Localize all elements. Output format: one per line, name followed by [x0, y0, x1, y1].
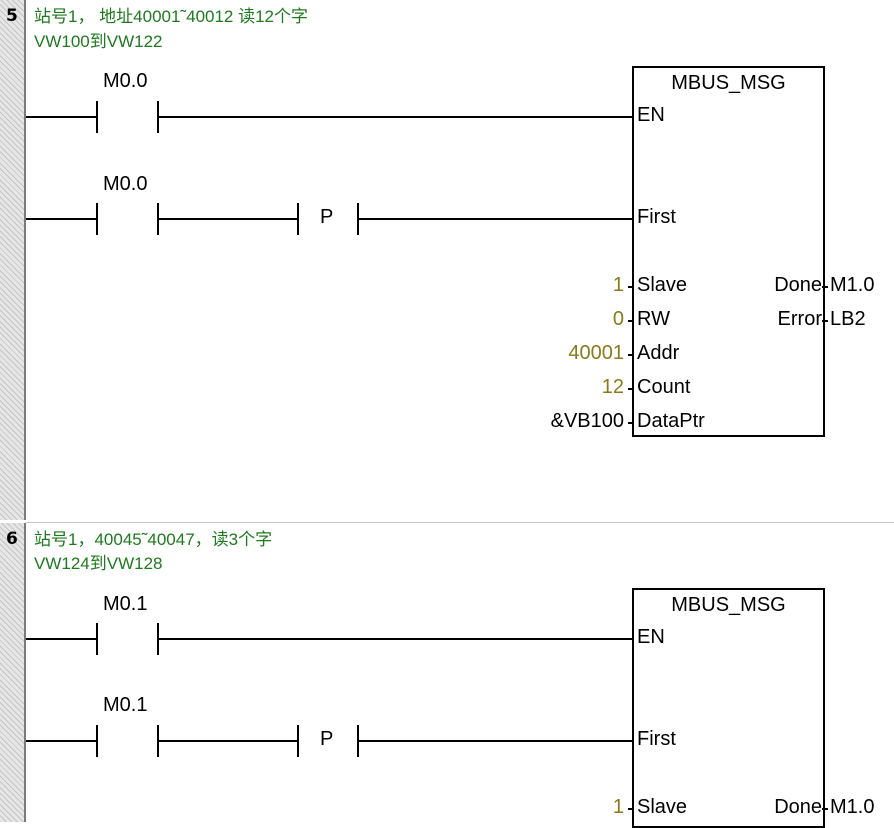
contact-no-left[interactable]	[96, 203, 98, 235]
network-number: 5	[6, 6, 18, 26]
pin-slave: Slave	[637, 274, 688, 296]
block-title: MBUS_MSG	[671, 72, 786, 94]
contact-address: M0.0	[103, 173, 148, 195]
network-gutter[interactable]	[0, 523, 24, 822]
block-title: MBUS_MSG	[671, 594, 786, 616]
wire	[359, 740, 634, 742]
contact-no-left[interactable]	[96, 101, 98, 133]
wire	[159, 218, 297, 220]
pin-en: EN	[637, 626, 665, 648]
pin-count: Count	[637, 376, 691, 398]
wire	[26, 116, 96, 118]
dataptr-value[interactable]: &VB100	[550, 410, 624, 432]
network-comment-line2[interactable]: VW100到VW122	[34, 32, 163, 51]
network-number: 6	[6, 529, 18, 549]
wire	[26, 218, 96, 220]
mbus-msg-block[interactable]: MBUS_MSG	[632, 588, 825, 828]
wire	[159, 740, 297, 742]
mbus-msg-block[interactable]: MBUS_MSG	[632, 66, 825, 437]
wire	[159, 116, 634, 118]
contact-address: M0.1	[103, 593, 148, 615]
error-output[interactable]: LB2	[830, 308, 866, 330]
done-output[interactable]: M1.0	[830, 274, 875, 296]
pin-tick	[628, 808, 634, 810]
pin-slave: Slave	[637, 796, 688, 818]
edge-contact-left[interactable]	[297, 725, 299, 757]
pin-en: EN	[637, 104, 665, 126]
pin-error: Error	[777, 308, 822, 330]
edge-contact-right[interactable]	[357, 203, 359, 235]
slave-value[interactable]: 1	[612, 274, 624, 296]
contact-address: M0.0	[103, 70, 148, 92]
pin-done: Done	[774, 796, 822, 818]
contact-no-right[interactable]	[157, 623, 159, 655]
edge-contact-left[interactable]	[297, 203, 299, 235]
rw-value[interactable]: 0	[612, 308, 624, 330]
pin-tick	[822, 808, 828, 810]
pin-tick	[628, 388, 634, 390]
pin-first: First	[637, 206, 676, 228]
pin-tick	[822, 286, 828, 288]
done-output[interactable]: M1.0	[830, 796, 875, 818]
pin-first: First	[637, 728, 676, 750]
edge-contact-right[interactable]	[357, 725, 359, 757]
contact-no-left[interactable]	[96, 623, 98, 655]
slave-value[interactable]: 1	[612, 796, 624, 818]
pin-tick	[628, 354, 634, 356]
power-rail	[24, 523, 26, 822]
wire	[26, 740, 96, 742]
contact-address: M0.1	[103, 694, 148, 716]
pin-tick	[628, 320, 634, 322]
network-divider	[26, 522, 894, 523]
pin-addr: Addr	[637, 342, 680, 364]
wire	[159, 638, 634, 640]
wire	[359, 218, 634, 220]
positive-edge-label: P	[320, 728, 334, 750]
positive-edge-label: P	[320, 206, 334, 228]
pin-tick	[628, 422, 634, 424]
network-comment-line1[interactable]: 站号1，40045˜40047，读3个字	[34, 530, 273, 549]
wire	[26, 638, 96, 640]
contact-no-right[interactable]	[157, 203, 159, 235]
pin-rw: RW	[637, 308, 670, 330]
count-value[interactable]: 12	[601, 376, 624, 398]
power-rail	[24, 0, 26, 520]
pin-dataptr: DataPtr	[637, 410, 705, 432]
pin-done: Done	[774, 274, 822, 296]
pin-tick	[822, 320, 828, 322]
pin-tick	[628, 286, 634, 288]
contact-no-right[interactable]	[157, 101, 159, 133]
network-comment-line2[interactable]: VW124到VW128	[34, 554, 163, 573]
addr-value[interactable]: 40001	[568, 342, 624, 364]
contact-no-left[interactable]	[96, 725, 98, 757]
network-comment-line1[interactable]: 站号1， 地址40001˜40012 读12个字	[34, 7, 309, 26]
contact-no-right[interactable]	[157, 725, 159, 757]
network-gutter[interactable]	[0, 0, 24, 520]
